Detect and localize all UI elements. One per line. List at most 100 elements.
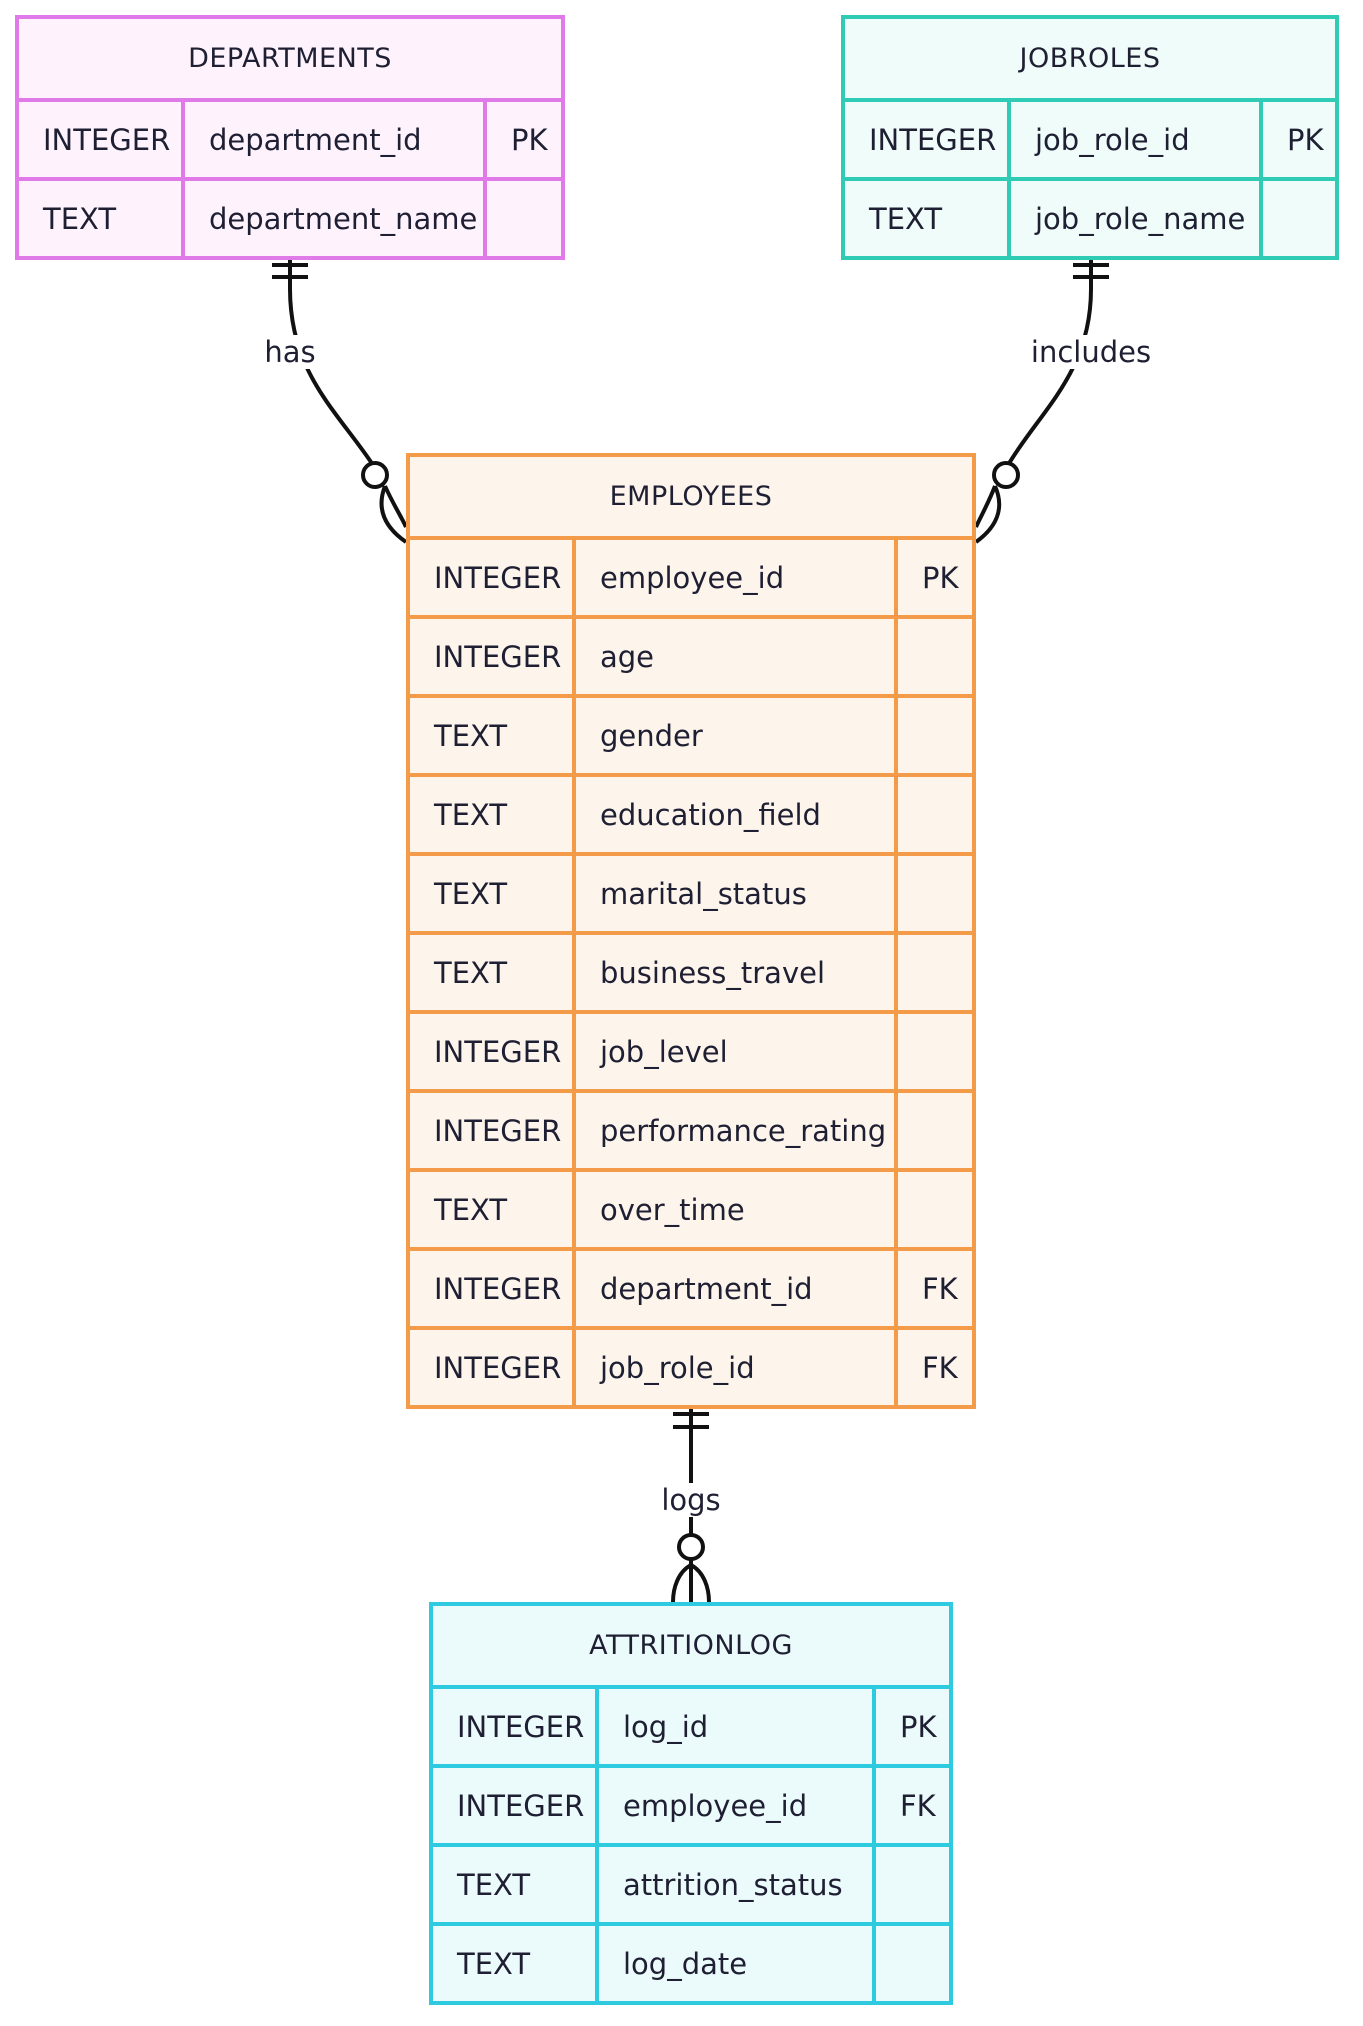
attribute-type: TEXT bbox=[434, 1192, 508, 1227]
many-crowfoot bbox=[671, 1563, 693, 1603]
attribute-type: TEXT bbox=[43, 201, 117, 236]
attribute-name: job_role_id bbox=[1007, 102, 1259, 177]
attribute-name: attrition_status bbox=[595, 1847, 872, 1922]
attribute-row: TEXT log_date bbox=[433, 1922, 949, 2001]
attribute-type: INTEGER bbox=[869, 122, 997, 157]
attribute-name: log_date bbox=[595, 1926, 872, 2001]
attribute-name: gender bbox=[572, 698, 894, 773]
attribute-type: TEXT bbox=[434, 955, 508, 990]
attribute-type: INTEGER bbox=[43, 122, 171, 157]
attribute-key bbox=[1259, 181, 1335, 256]
attribute-type: INTEGER bbox=[457, 1709, 585, 1744]
attribute-key: FK bbox=[894, 1251, 972, 1326]
attribute-row: TEXT attrition_status bbox=[433, 1843, 949, 1922]
attribute-name: marital_status bbox=[572, 856, 894, 931]
attribute-key bbox=[894, 1093, 972, 1168]
attribute-name: log_id bbox=[595, 1689, 872, 1764]
many-crowfoot bbox=[689, 1563, 711, 1603]
attribute-row: TEXT marital_status bbox=[410, 852, 972, 931]
attribute-name: job_level bbox=[572, 1014, 894, 1089]
attribute-name: job_role_id bbox=[572, 1330, 894, 1405]
attribute-key: FK bbox=[894, 1330, 972, 1405]
attribute-type: INTEGER bbox=[434, 639, 562, 674]
attribute-type: TEXT bbox=[869, 201, 943, 236]
attribute-row: TEXT education_field bbox=[410, 773, 972, 852]
attribute-key: PK bbox=[483, 102, 561, 177]
attribute-row: INTEGER job_level bbox=[410, 1010, 972, 1089]
attribute-name: age bbox=[572, 619, 894, 694]
attribute-key bbox=[483, 181, 561, 256]
attribute-type: TEXT bbox=[457, 1946, 531, 1981]
attribute-row: INTEGER performance_rating bbox=[410, 1089, 972, 1168]
attribute-key bbox=[894, 619, 972, 694]
attribute-row: TEXT department_name bbox=[19, 177, 561, 256]
relationship-label-includes: includes bbox=[1024, 335, 1158, 369]
many-crowfoot bbox=[379, 485, 408, 544]
zero-circle bbox=[361, 461, 389, 489]
attribute-row: TEXT over_time bbox=[410, 1168, 972, 1247]
attribute-type: INTEGER bbox=[434, 1113, 562, 1148]
attribute-type: INTEGER bbox=[434, 1034, 562, 1069]
attribute-key bbox=[894, 1172, 972, 1247]
entity-title: ATTRITIONLOG bbox=[589, 1630, 793, 1661]
attribute-type: INTEGER bbox=[434, 1271, 562, 1306]
attribute-key bbox=[872, 1926, 949, 2001]
edge-has bbox=[288, 253, 375, 467]
attribute-type: TEXT bbox=[434, 718, 508, 753]
many-crowfoot bbox=[974, 485, 1002, 544]
attribute-name: job_role_name bbox=[1007, 181, 1259, 256]
entity-title: JOBROLES bbox=[1019, 43, 1161, 74]
attribute-type: INTEGER bbox=[434, 1350, 562, 1385]
attribute-type: INTEGER bbox=[434, 560, 562, 595]
attribute-row: INTEGER age bbox=[410, 615, 972, 694]
attribute-key: PK bbox=[894, 540, 972, 615]
attribute-row: TEXT business_travel bbox=[410, 931, 972, 1010]
attribute-row: TEXT job_role_name bbox=[845, 177, 1335, 256]
attribute-key bbox=[894, 777, 972, 852]
attribute-key bbox=[894, 1014, 972, 1089]
attribute-key bbox=[894, 935, 972, 1010]
relationship-label-has: has bbox=[258, 335, 322, 369]
many-crowfoot bbox=[974, 485, 997, 528]
attribute-name: department_id bbox=[572, 1251, 894, 1326]
attribute-name: education_field bbox=[572, 777, 894, 852]
attribute-type: INTEGER bbox=[457, 1788, 585, 1823]
attribute-key: PK bbox=[872, 1689, 949, 1764]
attribute-name: business_travel bbox=[572, 935, 894, 1010]
attribute-key bbox=[872, 1847, 949, 1922]
zero-circle bbox=[677, 1533, 705, 1561]
attribute-key: FK bbox=[872, 1768, 949, 1843]
attribute-key: PK bbox=[1259, 102, 1335, 177]
entity-title: EMPLOYEES bbox=[609, 481, 773, 512]
zero-circle bbox=[992, 461, 1020, 489]
attribute-name: employee_id bbox=[572, 540, 894, 615]
attribute-type: TEXT bbox=[457, 1867, 531, 1902]
relationship-label-logs: logs bbox=[655, 1483, 727, 1517]
attribute-type: TEXT bbox=[434, 797, 508, 832]
attribute-name: department_name bbox=[181, 181, 483, 256]
attribute-key bbox=[894, 698, 972, 773]
attribute-name: department_id bbox=[181, 102, 483, 177]
attribute-type: TEXT bbox=[434, 876, 508, 911]
attribute-name: employee_id bbox=[595, 1768, 872, 1843]
attribute-key bbox=[894, 856, 972, 931]
attribute-name: over_time bbox=[572, 1172, 894, 1247]
attribute-row: TEXT gender bbox=[410, 694, 972, 773]
attribute-name: performance_rating bbox=[572, 1093, 894, 1168]
edge-includes bbox=[1006, 253, 1093, 467]
many-crowfoot bbox=[383, 485, 408, 528]
entity-title: DEPARTMENTS bbox=[188, 43, 392, 74]
